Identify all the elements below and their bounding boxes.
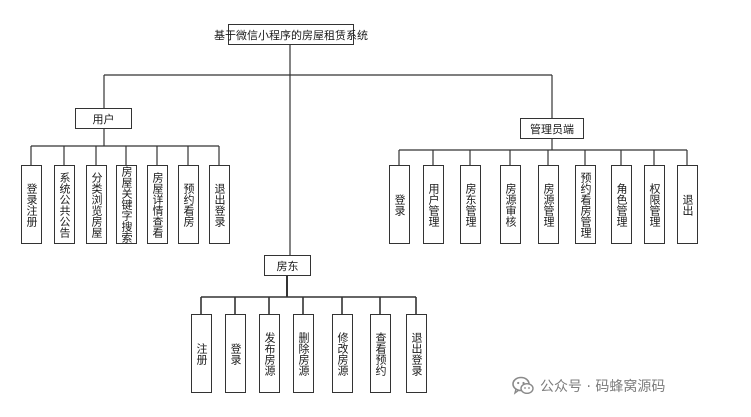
landlord-item-modify: 修改房源	[332, 314, 353, 393]
admin-item-exit: 退出	[677, 165, 698, 244]
landlord-item-register: 注册	[191, 314, 212, 393]
admin-item-landlord-manage: 房东管理	[460, 165, 481, 244]
landlord-node: 房东	[264, 255, 311, 276]
admin-item-login: 登录	[389, 165, 410, 244]
watermark-text: 公众号 · 码蜂窝源码	[540, 379, 666, 395]
admin-item-permission-manage: 权限管理	[644, 165, 665, 244]
landlord-label: 房东	[276, 259, 299, 273]
user-label: 用户	[92, 112, 115, 126]
landlord-item-logout: 退出登录	[406, 314, 427, 393]
watermark: 公众号 · 码蜂窝源码	[512, 376, 665, 396]
admin-node: 管理员端	[520, 118, 584, 139]
landlord-item-login: 登录	[225, 314, 246, 393]
landlord-item-view-bookings: 查看预约	[370, 314, 391, 393]
user-item-browse-category: 分类浏览房屋	[86, 165, 107, 244]
user-item-login-register: 登录注册	[21, 165, 42, 244]
root-node: 基于微信小程序的房屋租赁系统	[214, 24, 368, 45]
user-item-house-detail: 房屋详情查看	[147, 165, 168, 244]
root-label: 基于微信小程序的房屋租赁系统	[214, 28, 368, 42]
landlord-item-publish: 发布房源	[259, 314, 280, 393]
user-item-keyword-search: 房屋关键字搜索	[116, 165, 137, 244]
admin-item-role-manage: 角色管理	[611, 165, 632, 244]
admin-item-viewing-manage: 预约看房管理	[575, 165, 596, 244]
user-node: 用户	[75, 108, 132, 129]
wechat-icon	[512, 376, 534, 395]
admin-item-listing-manage: 房源管理	[538, 165, 559, 244]
admin-item-listing-review: 房源审核	[500, 165, 521, 244]
user-item-logout: 退出登录	[209, 165, 230, 244]
user-item-system-notice: 系统公共公告	[54, 165, 75, 244]
admin-label: 管理员端	[530, 122, 574, 136]
user-item-book-viewing: 预约看房	[178, 165, 199, 244]
admin-item-user-manage: 用户管理	[423, 165, 444, 244]
landlord-item-delete: 删除房源	[293, 314, 314, 393]
